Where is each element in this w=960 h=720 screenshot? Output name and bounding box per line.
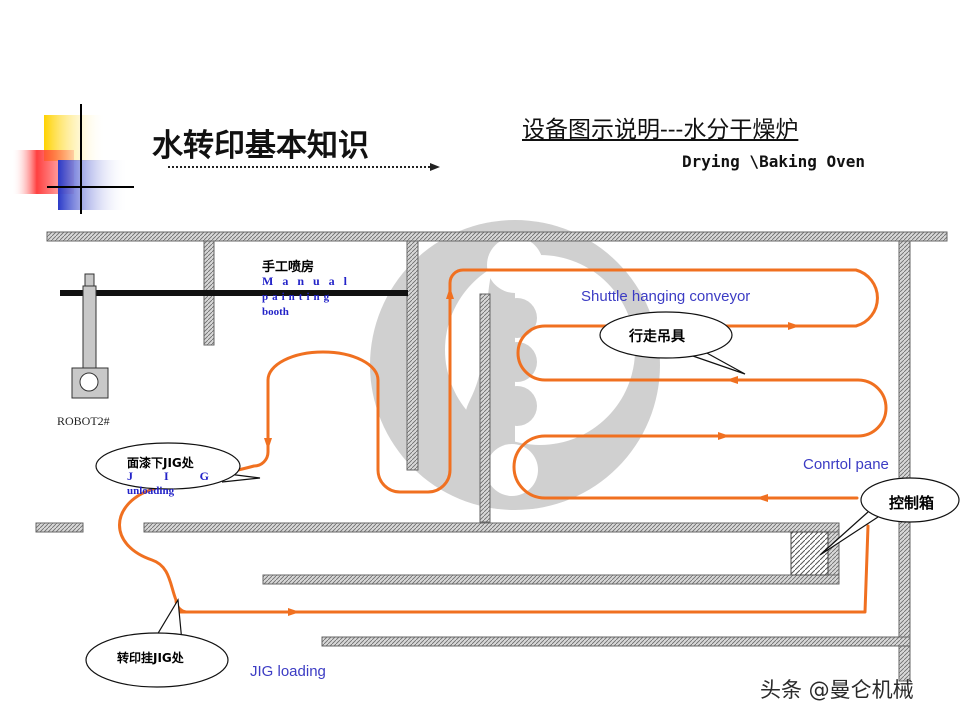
watermark-text: 头条 @曼仑机械 — [760, 678, 914, 702]
middle-wall — [143, 522, 840, 533]
label-manual-booth-cn: 手工喷房 — [262, 260, 315, 275]
callout-jig-unloading — [95, 442, 261, 490]
right-wall — [898, 240, 911, 682]
label-manual-booth-en-2: painting — [262, 291, 334, 303]
label-jig-unloading-cn: 面漆下JIG处 — [127, 456, 194, 470]
lower-wall — [262, 574, 840, 585]
callout-label-control-box: 控制箱 — [889, 494, 935, 512]
label-manual-booth-en-3: booth — [262, 306, 289, 318]
label-manual-booth-en-1: Manual — [262, 274, 357, 288]
callout-jig-loading — [85, 598, 229, 688]
callout-label-jig-loading: 转印挂JIG处 — [117, 651, 184, 665]
conveyor-arrows — [264, 287, 800, 616]
corner-logo — [12, 104, 134, 214]
robot-icon — [60, 273, 408, 399]
label-jig-unloading-en-1: JIG — [127, 469, 241, 483]
title-dotted-arrow — [168, 163, 440, 171]
callout-hanging-tool — [599, 311, 746, 375]
label-jig-loading: JIG loading — [250, 663, 326, 680]
label-shuttle-conveyor: Shuttle hanging conveyor — [581, 288, 751, 305]
callout-label-hanging-tool: 行走吊具 — [629, 329, 685, 345]
label-jig-unloading-en-2: unloading — [127, 485, 175, 497]
section-subtitle: 设备图示说明---水分干燥炉 — [522, 117, 799, 143]
section-subtitle-english: Drying \Baking Oven — [682, 152, 866, 171]
callout-control-box — [819, 477, 960, 556]
booth-divider-right — [406, 240, 419, 471]
bottom-wall — [321, 636, 911, 647]
page-title: 水转印基本知识 — [152, 128, 369, 164]
left-stub-wall — [35, 522, 84, 533]
walls — [35, 231, 948, 682]
label-control-panel: Conrtol pane — [803, 456, 889, 473]
oven-inner-wall — [479, 293, 491, 523]
label-robot: ROBOT2# — [57, 414, 110, 428]
top-wall — [46, 231, 948, 242]
